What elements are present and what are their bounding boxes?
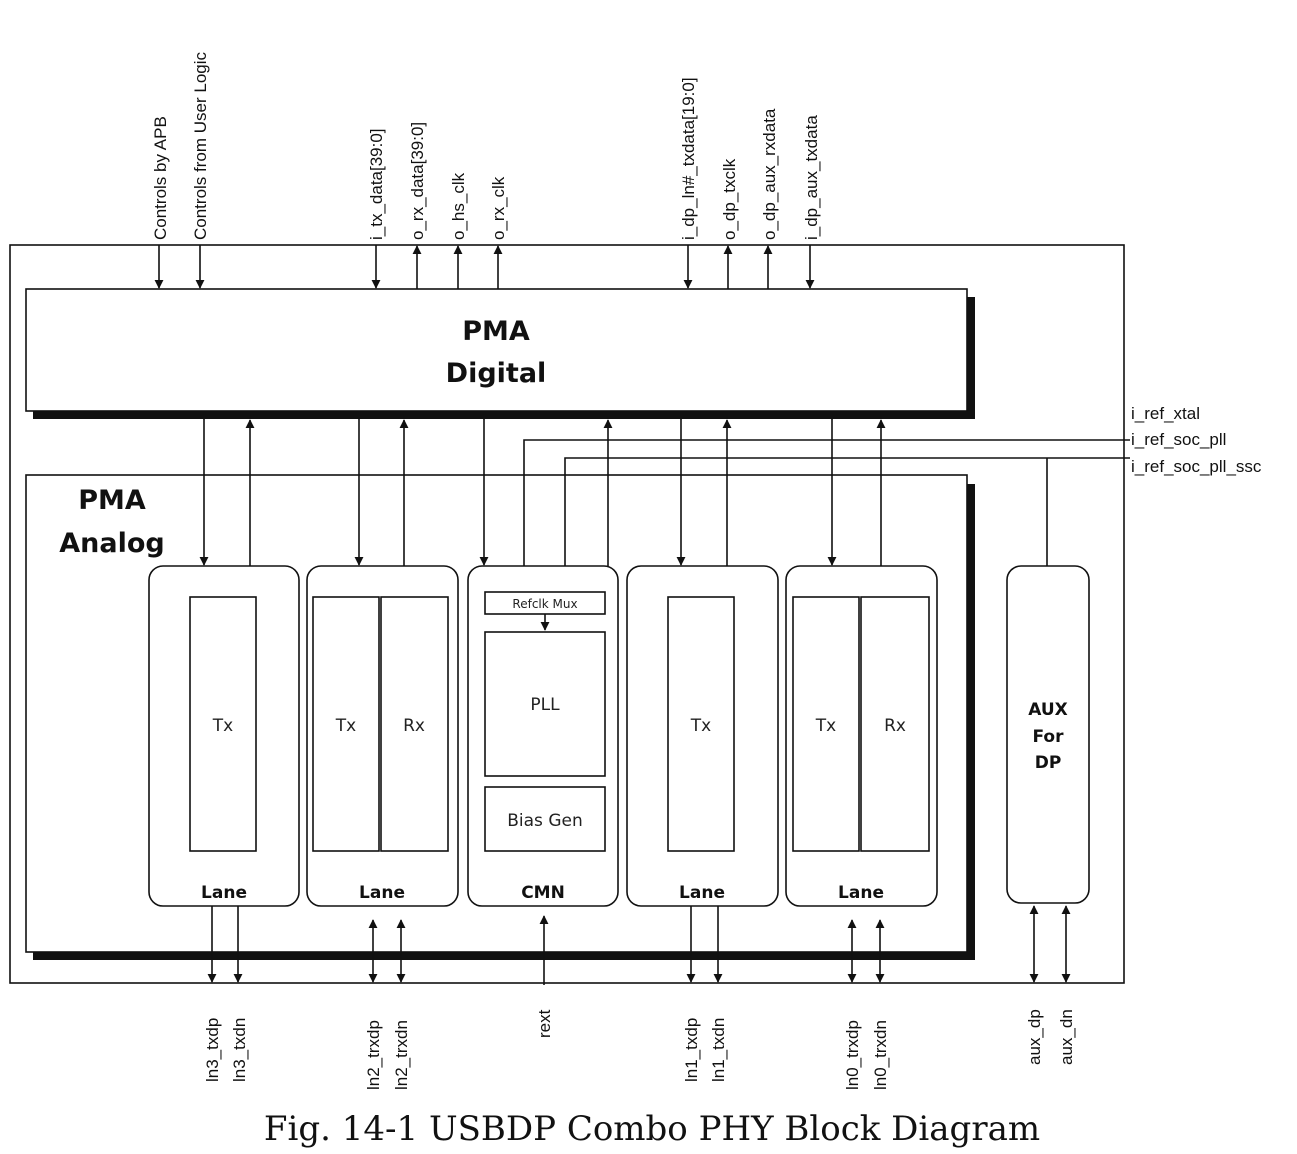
aux-label-3: DP — [1035, 753, 1062, 773]
pll-box — [484, 631, 606, 777]
lane2-tx-label: Tx — [335, 716, 356, 736]
signal-aux-dp: aux_dp — [1025, 1009, 1044, 1065]
figure-caption: Fig. 14-1 USBDP Combo PHY Block Diagram — [264, 1109, 1040, 1149]
signal-ln0-trxdp: ln0_trxdp — [843, 1020, 862, 1090]
signal-ln2-trxdn: ln2_trxdn — [392, 1020, 411, 1090]
signal-ln1-txdn: ln1_txdn — [709, 1018, 728, 1082]
lane2-rx-box — [380, 596, 449, 852]
lane1-tx-box — [667, 596, 735, 852]
lane1-block: Tx Lane — [626, 565, 779, 907]
top-signal-labels: Controls by APB Controls from User Logic… — [151, 51, 821, 240]
lane0-rx-label: Rx — [884, 716, 906, 736]
lane2-label: Lane — [359, 883, 405, 903]
signal-o-dp-aux-rxdata: o_dp_aux_rxdata — [760, 108, 779, 240]
lane0-rx-box — [860, 596, 930, 852]
lane1-label: Lane — [679, 883, 725, 903]
bias-gen-box — [484, 786, 606, 852]
right-signal-labels: i_ref_xtal i_ref_soc_pll i_ref_soc_pll_s… — [1131, 404, 1262, 476]
signal-controls-apb: Controls by APB — [151, 116, 170, 240]
top-signal-arrows — [154, 245, 815, 289]
lane0-label: Lane — [838, 883, 884, 903]
aux-label-1: AUX — [1028, 700, 1068, 720]
bias-gen-label: Bias Gen — [507, 811, 582, 831]
signal-rext: rext — [535, 1009, 554, 1038]
cmn-label: CMN — [521, 883, 565, 903]
lane3-block: Tx Lane — [148, 565, 300, 907]
signal-controls-user: Controls from User Logic — [191, 51, 210, 240]
signal-o-dp-txclk: o_dp_txclk — [720, 158, 739, 240]
signal-ln1-txdp: ln1_txdp — [682, 1018, 701, 1082]
bottom-signal-arrows — [207, 905, 1071, 985]
signal-i-ref-soc-pll: i_ref_soc_pll — [1131, 430, 1226, 449]
signal-i-dp-txdata: i_dp_ln#_txdata[19:0] — [679, 77, 698, 240]
pma-digital-title-1: PMA — [462, 316, 530, 347]
cmn-block: Refclk Mux PLL Bias Gen CMN — [467, 565, 619, 907]
refclk-mux-label: Refclk Mux — [512, 597, 577, 611]
phy-outer-boundary — [9, 244, 1125, 984]
pma-analog-title-2: Analog — [59, 528, 164, 559]
signal-i-ref-soc-pll-ssc: i_ref_soc_pll_ssc — [1131, 457, 1262, 476]
lane3-label: Lane — [201, 883, 247, 903]
aux-dp-block: AUX For DP — [1006, 565, 1090, 904]
lane1-tx-label: Tx — [690, 716, 711, 736]
lane3-tx-label: Tx — [212, 716, 233, 736]
signal-i-dp-aux-txdata: i_dp_aux_txdata — [802, 115, 821, 240]
pma-digital-title-2: Digital — [446, 358, 547, 389]
signal-ln3-txdn: ln3_txdn — [230, 1018, 249, 1082]
aux-label-2: For — [1033, 727, 1065, 747]
lane0-block: Tx Rx Lane — [785, 565, 938, 907]
signal-i-tx-data: i_tx_data[39:0] — [367, 128, 386, 240]
signal-i-ref-xtal: i_ref_xtal — [1131, 404, 1200, 423]
lane0-tx-label: Tx — [815, 716, 836, 736]
lane2-block: Tx Rx Lane — [306, 565, 459, 907]
lane2-tx-box — [312, 596, 380, 852]
signal-o-rx-clk: o_rx_clk — [489, 176, 508, 240]
refclk-routing — [519, 439, 1130, 591]
signal-aux-dn: aux_dn — [1057, 1009, 1076, 1065]
pll-label: PLL — [530, 695, 560, 715]
pma-digital-block: PMA Digital — [25, 288, 975, 419]
signal-ln2-trxdp: ln2_trxdp — [364, 1020, 383, 1090]
digital-analog-arrows — [199, 419, 886, 566]
lane0-tx-box — [792, 596, 860, 852]
lane3-tx-box — [189, 596, 257, 852]
pma-analog-title-1: PMA — [78, 485, 146, 516]
signal-ln0-trxdn: ln0_trxdn — [871, 1020, 890, 1090]
lane2-rx-label: Rx — [403, 716, 425, 736]
signal-ln3-txdp: ln3_txdp — [203, 1018, 222, 1082]
bottom-signal-labels: ln3_txdp ln3_txdn ln2_trxdp ln2_trxdn re… — [203, 1009, 1076, 1090]
signal-o-rx-data: o_rx_data[39:0] — [408, 122, 427, 240]
signal-o-hs-clk: o_hs_clk — [449, 172, 468, 240]
